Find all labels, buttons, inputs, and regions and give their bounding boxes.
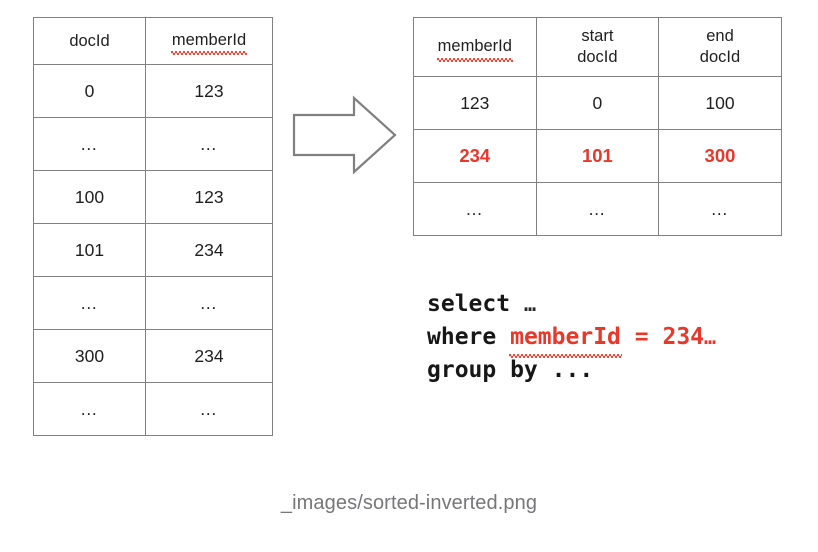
- spellcheck-underline: memberId: [170, 31, 248, 55]
- cell-memberid: 123: [145, 170, 273, 224]
- table-row: … …: [33, 117, 273, 171]
- cell-docid: 100: [33, 170, 146, 224]
- cell-memberid: 234: [145, 223, 273, 277]
- column-header-memberid: memberId: [413, 17, 537, 77]
- sql-select-ellipsis: …: [523, 292, 536, 316]
- sql-query-snippet: select … where memberId = 234… group by …: [427, 288, 716, 387]
- sql-keyword-groupby: group by: [427, 357, 538, 384]
- sql-groupby-ellipsis: ...: [551, 357, 594, 384]
- column-header-label-line1: start: [581, 26, 614, 45]
- sql-line-where: where memberId = 234…: [427, 321, 717, 358]
- sorted-inverted-index-table: memberId start docId end docId 123 0 100…: [413, 17, 782, 236]
- table-row: 101 234: [33, 223, 273, 277]
- cell-start-docid: …: [535, 182, 660, 236]
- column-header-end-docid: end docId: [658, 17, 782, 77]
- cell-memberid: …: [145, 276, 273, 330]
- cell-docid: …: [33, 276, 146, 330]
- column-header-label: docId: [69, 31, 110, 50]
- cell-memberid: …: [413, 182, 537, 236]
- cell-start-docid: 101: [535, 129, 660, 183]
- table-row: 300 234: [33, 329, 273, 383]
- cell-memberid: 234: [413, 129, 537, 183]
- sql-line-select: select …: [427, 288, 716, 321]
- column-header-docid: docId: [33, 17, 146, 65]
- table-row-highlighted: 234 101 300: [413, 129, 782, 183]
- table-row: 123 0 100: [413, 76, 782, 130]
- arrow-shape: [292, 95, 397, 175]
- sql-predicate-value: 234: [662, 323, 705, 350]
- cell-memberid: …: [145, 382, 273, 436]
- table-header-row: docId memberId: [33, 17, 273, 65]
- column-header-memberid: memberId: [145, 17, 273, 65]
- column-header-label: memberId: [437, 36, 512, 55]
- table-header-row: memberId start docId end docId: [413, 17, 782, 77]
- sql-line-groupby: group by ...: [427, 354, 716, 387]
- column-header-start-docid: start docId: [535, 17, 660, 77]
- spellcheck-underline: memberId: [509, 321, 622, 358]
- spellcheck-underline: memberId: [436, 36, 514, 63]
- cell-docid: 300: [33, 329, 146, 383]
- table-row: 0 123: [33, 64, 273, 118]
- image-caption: _images/sorted-inverted.png: [280, 492, 538, 514]
- table-row: … … …: [413, 182, 782, 236]
- sql-where-ellipsis: …: [704, 324, 717, 349]
- cell-memberid: 123: [413, 76, 537, 130]
- cell-docid: …: [33, 382, 146, 436]
- cell-memberid: 123: [145, 64, 273, 118]
- sql-keyword-select: select: [427, 291, 511, 317]
- cell-docid: 101: [33, 223, 146, 277]
- cell-end-docid: 100: [658, 76, 782, 130]
- cell-start-docid: 0: [535, 76, 660, 130]
- right-block-arrow-icon: [292, 95, 397, 175]
- cell-docid: 0: [33, 64, 146, 118]
- cell-docid: …: [33, 117, 146, 171]
- cell-end-docid: …: [658, 182, 782, 236]
- cell-memberid: 234: [145, 329, 273, 383]
- table-row: 100 123: [33, 170, 273, 224]
- cell-memberid: …: [145, 117, 273, 171]
- column-header-label-line2: docId: [699, 48, 741, 66]
- sql-predicate-operator: =: [634, 323, 649, 350]
- sql-predicate: memberId = 234…: [509, 323, 717, 358]
- table-row: … …: [33, 382, 273, 436]
- sql-keyword-where: where: [427, 323, 497, 350]
- flat-document-table: docId memberId 0 123 … … 100 123 101 234: [33, 17, 273, 436]
- sql-predicate-field: memberId: [510, 323, 621, 350]
- column-header-label-line2: docId: [577, 48, 618, 66]
- column-header-label-line1: end: [706, 26, 734, 45]
- cell-end-docid: 300: [658, 129, 782, 183]
- table-row: … …: [33, 276, 273, 330]
- column-header-label: memberId: [171, 31, 247, 49]
